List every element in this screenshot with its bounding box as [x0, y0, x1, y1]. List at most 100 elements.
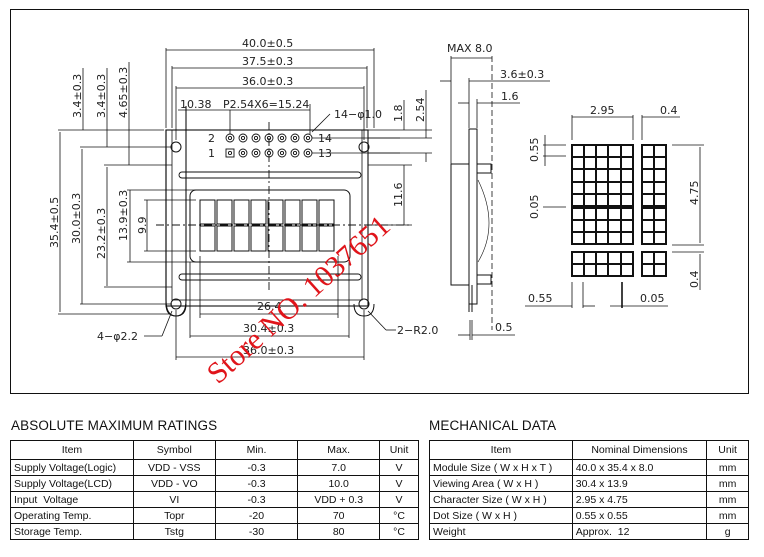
- dim-pin-offset: 10.38: [180, 98, 212, 111]
- dim-viewing-height: 13.9±0.3: [117, 190, 130, 241]
- cell-max: 80: [297, 523, 381, 540]
- cell-symbol: Topr: [132, 507, 216, 524]
- cell-min: -0.3: [214, 491, 299, 508]
- dim-cursor-gap: 0.4: [688, 271, 701, 289]
- dim-char-width: 2.95: [590, 104, 615, 117]
- dim-dot-pitch-gap: 0.05: [640, 292, 665, 305]
- cell-min: -20: [214, 507, 299, 524]
- cell-unit: mm: [706, 491, 749, 508]
- header-max: Max.: [297, 440, 381, 460]
- cell-item: Dot Size ( W x H ): [429, 507, 573, 524]
- dim-right-2-54: 2.54: [414, 98, 427, 123]
- cell-unit: g: [706, 523, 749, 540]
- pin-label-14: 14: [318, 132, 332, 145]
- dim-hole-pitch-bottom: 36.0±0.3: [243, 344, 294, 357]
- pin-label-2: 2: [208, 132, 215, 145]
- dim-left-2: 3.4±0.3: [95, 74, 108, 118]
- table-row: Operating Temp. Topr -20 70 °C: [10, 507, 419, 524]
- table-row: Character Size ( W x H ) 2.95 x 4.75 mm: [429, 491, 749, 508]
- cell-symbol: Tstg: [132, 523, 216, 540]
- dim-max-thickness: MAX 8.0: [447, 42, 493, 55]
- cell-max: 70: [297, 507, 381, 524]
- mechanical-drawing-frame: [10, 9, 749, 394]
- cell-symbol: VDD - VSS: [132, 459, 216, 476]
- cell-max: VDD + 0.3: [297, 491, 381, 508]
- dim-dot-height: 0.55: [528, 138, 541, 163]
- cell-item: Storage Temp.: [10, 523, 134, 540]
- cell-item: Operating Temp.: [10, 507, 134, 524]
- dim-corner-radius: 2−R2.0: [397, 324, 438, 337]
- cell-value: 40.0 x 35.4 x 8.0: [571, 459, 708, 476]
- table-row: Weight Approx. 12 g: [429, 523, 749, 540]
- absolute-max-ratings-table: Item Symbol Min. Max. Unit Supply Voltag…: [10, 440, 419, 540]
- dim-right-1-8: 1.8: [392, 105, 405, 123]
- dim-viewing-width: 30.4±0.3: [243, 322, 294, 335]
- dim-mount-holes: 4−φ2.2: [97, 330, 138, 343]
- table-header-row: Item Nominal Dimensions Unit: [429, 440, 749, 460]
- header-item: Item: [429, 440, 573, 460]
- cell-value: 2.95 x 4.75: [571, 491, 708, 508]
- dim-pcb-height: 30.0±0.3: [70, 193, 83, 244]
- table-header-row: Item Symbol Min. Max. Unit: [10, 440, 419, 460]
- table-row: Input Voltage VI -0.3 VDD + 0.3 V: [10, 491, 419, 508]
- mechanical-data-table: Item Nominal Dimensions Unit Module Size…: [429, 440, 749, 540]
- dim-dot-gap: 0.05: [528, 195, 541, 220]
- dim-left-1: 3.4±0.3: [71, 74, 84, 118]
- dim-left-3: 4.65±0.3: [117, 67, 130, 118]
- mechanical-drawing: 40.0±0.5 37.5±0.3 36.0±0.3 10.38 P2.54X6…: [48, 37, 704, 390]
- cell-value: 0.55 x 0.55: [571, 507, 708, 524]
- cell-item: Supply Voltage(Logic): [10, 459, 134, 476]
- cell-unit: V: [379, 491, 419, 508]
- table-row: Viewing Area ( W x H ) 30.4 x 13.9 mm: [429, 475, 749, 492]
- header-unit: Unit: [706, 440, 749, 460]
- dim-pin-width: 0.5: [495, 321, 513, 334]
- dim-hole-pitch-width: 36.0±0.3: [242, 75, 293, 88]
- table-row: Dot Size ( W x H ) 0.55 x 0.55 mm: [429, 507, 749, 524]
- header-item: Item: [10, 440, 134, 460]
- cell-symbol: VDD - VO: [132, 475, 216, 492]
- table-row: Supply Voltage(LCD) VDD - VO -0.3 10.0 V: [10, 475, 419, 492]
- header-nominal-dimensions: Nominal Dimensions: [571, 440, 708, 460]
- pin-label-1: 1: [208, 147, 215, 160]
- cell-min: -0.3: [214, 459, 299, 476]
- cell-item: Weight: [429, 523, 573, 540]
- absolute-max-ratings-title: ABSOLUTE MAXIMUM RATINGS: [11, 418, 218, 433]
- header-min: Min.: [214, 440, 299, 460]
- cell-item: Input Voltage: [10, 491, 134, 508]
- cell-unit: V: [379, 475, 419, 492]
- dim-char-area-height: 9.9: [136, 217, 149, 235]
- cell-min: -0.3: [214, 475, 299, 492]
- dim-char-height: 4.75: [688, 181, 701, 206]
- table-row: Module Size ( W x H x T ) 40.0 x 35.4 x …: [429, 459, 749, 476]
- dim-overall-width: 40.0±0.5: [242, 37, 293, 50]
- header-symbol: Symbol: [132, 440, 216, 460]
- cell-max: 7.0: [297, 459, 381, 476]
- cell-unit: V: [379, 459, 419, 476]
- table-row: Supply Voltage(Logic) VDD - VSS -0.3 7.0…: [10, 459, 419, 476]
- pin-label-13: 13: [318, 147, 332, 160]
- cell-unit: °C: [379, 507, 419, 524]
- cell-item: Supply Voltage(LCD): [10, 475, 134, 492]
- dim-bezel-height: 23.2±0.3: [95, 208, 108, 259]
- dim-char-gap: 0.4: [660, 104, 678, 117]
- dim-module-height: 35.4±0.5: [48, 197, 61, 248]
- cell-min: -30: [214, 523, 299, 540]
- cell-unit: mm: [706, 459, 749, 476]
- dim-lcd-thickness: 3.6±0.3: [500, 68, 544, 81]
- cell-unit: °C: [379, 523, 419, 540]
- cell-max: 10.0: [297, 475, 381, 492]
- dim-pin-holes: 14−φ1.0: [334, 108, 382, 121]
- dim-dot-width: 0.55: [528, 292, 553, 305]
- cell-item: Viewing Area ( W x H ): [429, 475, 573, 492]
- dim-pin-pitch: P2.54X6=15.24: [223, 98, 309, 111]
- cell-value: Approx. 12: [571, 523, 708, 540]
- cell-value: 30.4 x 13.9: [571, 475, 708, 492]
- header-unit: Unit: [379, 440, 419, 460]
- cell-unit: mm: [706, 475, 749, 492]
- table-row: Storage Temp. Tstg -30 80 °C: [10, 523, 419, 540]
- cell-item: Module Size ( W x H x T ): [429, 459, 573, 476]
- dim-pcb-width: 37.5±0.3: [242, 55, 293, 68]
- dim-right-11-6: 11.6: [392, 183, 405, 208]
- cell-item: Character Size ( W x H ): [429, 491, 573, 508]
- dim-pcb-thickness: 1.6: [501, 90, 519, 103]
